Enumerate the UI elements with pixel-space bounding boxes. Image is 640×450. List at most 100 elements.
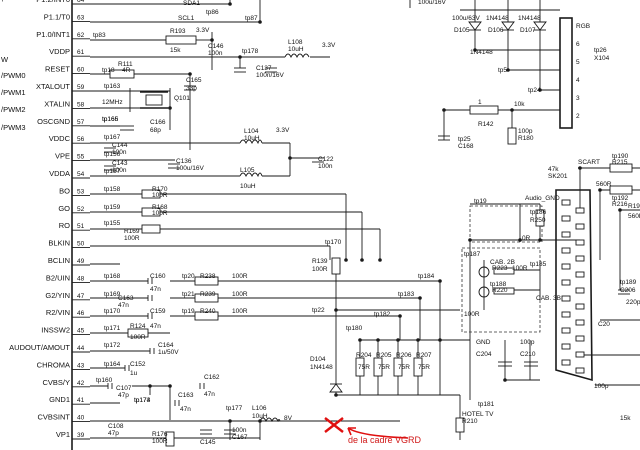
component-label: tp189 bbox=[620, 279, 637, 286]
component-label: C122 bbox=[318, 156, 334, 163]
pin-label: XTALOUT bbox=[36, 82, 70, 91]
component-label: R215 bbox=[612, 159, 628, 166]
pin-number: 42 bbox=[77, 380, 85, 387]
component-label: 100p bbox=[520, 339, 535, 346]
pin-label: INSSW2 bbox=[41, 326, 70, 335]
component-label: R176 bbox=[152, 431, 168, 438]
component-label: tp170 bbox=[325, 239, 342, 246]
scart-pin bbox=[575, 239, 585, 246]
component-label: tp182 bbox=[374, 311, 391, 318]
junction-dot bbox=[618, 208, 622, 212]
component-label: tp22 bbox=[312, 307, 325, 314]
component-label: C160 bbox=[150, 273, 166, 280]
pin-labels: P1.2/INT064P1.1/T063P1.0/INT162VDDP61RES… bbox=[9, 0, 84, 439]
junction-dot bbox=[418, 296, 422, 300]
component-label: C107 bbox=[116, 385, 132, 392]
component-label: C136 bbox=[176, 158, 192, 165]
component-label: R240 bbox=[200, 308, 216, 315]
component-label: RGB bbox=[576, 23, 590, 30]
pin-label: VPE bbox=[55, 152, 70, 161]
component-label: C159 bbox=[150, 308, 166, 315]
component-label: 100R bbox=[124, 235, 140, 242]
component-label: tp171 bbox=[104, 325, 121, 332]
component-label: tp181 bbox=[478, 401, 495, 408]
component-label: C162 bbox=[204, 374, 220, 381]
red-arrow-shaft bbox=[347, 427, 409, 439]
scart-pin bbox=[575, 271, 585, 278]
component-label: 560R bbox=[596, 181, 612, 188]
pin-label: P1.0/INT1 bbox=[36, 30, 70, 39]
junction-dot bbox=[506, 68, 510, 72]
junction-dots bbox=[148, 2, 622, 423]
component-label: tp86 bbox=[206, 9, 219, 16]
junction-dot bbox=[416, 338, 420, 342]
pin-number: 52 bbox=[77, 206, 85, 213]
r193-resistor bbox=[165, 35, 197, 45]
r240-resistor bbox=[194, 311, 219, 321]
r180-resistor bbox=[507, 127, 517, 145]
pin-number: 63 bbox=[77, 14, 85, 21]
scart-pin bbox=[575, 287, 585, 294]
component-label: C164 bbox=[158, 342, 174, 349]
component-label: R168 bbox=[152, 204, 168, 211]
scart-pin bbox=[561, 359, 571, 366]
component-label: Q101 bbox=[174, 95, 190, 102]
pin-number: 46 bbox=[77, 310, 85, 317]
component-label: 15k bbox=[170, 47, 181, 54]
r210-resistor bbox=[455, 417, 465, 433]
component-label: 0R bbox=[522, 235, 531, 242]
component-label: tp170 bbox=[104, 308, 121, 315]
scart-pins bbox=[561, 199, 585, 374]
pin-label: BCLIN bbox=[48, 256, 70, 265]
red-x-stroke-2 bbox=[324, 417, 344, 433]
junction-dot bbox=[538, 238, 542, 242]
scart-pin bbox=[561, 263, 571, 270]
component-label: tp192 bbox=[612, 195, 629, 202]
pin-label: B2/UIN bbox=[46, 273, 70, 282]
wires bbox=[90, 0, 640, 440]
junction-dot bbox=[378, 258, 382, 262]
r204-resistor bbox=[355, 357, 365, 377]
component-label: GND bbox=[476, 339, 491, 346]
component-label: tp184 bbox=[418, 273, 435, 280]
component-label: tp159 bbox=[104, 204, 121, 211]
component-label: 1 bbox=[478, 99, 482, 106]
pin-number: 53 bbox=[77, 188, 85, 195]
component-label: tp169 bbox=[104, 291, 121, 298]
component-label: L105 bbox=[240, 167, 255, 174]
component-label: tp5 bbox=[498, 67, 507, 74]
component-label: 100R bbox=[312, 266, 328, 273]
component-label: 47n bbox=[204, 391, 215, 398]
component-label: tp180 bbox=[346, 325, 363, 332]
component-label: R170 bbox=[152, 186, 168, 193]
component-label: tp83 bbox=[93, 32, 106, 39]
component-label: 4R bbox=[122, 67, 131, 74]
pin-number: 44 bbox=[77, 345, 85, 352]
junction-dot bbox=[510, 108, 514, 112]
scart-pin bbox=[575, 223, 585, 230]
component-label: 100p bbox=[594, 383, 609, 390]
component-label: C152 bbox=[130, 361, 146, 368]
component-label: tp156 bbox=[104, 151, 121, 158]
component-label: tp185 bbox=[530, 261, 547, 268]
component-label: 10uH bbox=[240, 183, 256, 190]
component-label: 3.3V bbox=[276, 127, 290, 134]
junction-dot bbox=[360, 258, 364, 262]
component-label: 75R bbox=[378, 364, 390, 371]
pin-number: 54 bbox=[77, 171, 85, 178]
pin-number: 56 bbox=[77, 136, 85, 143]
junction-dot bbox=[228, 2, 232, 6]
component-label: D106 bbox=[488, 27, 504, 34]
component-label: 10uH bbox=[252, 413, 268, 420]
scart-pin bbox=[575, 351, 585, 358]
scart-pin bbox=[561, 247, 571, 254]
component-label: tp166 bbox=[102, 116, 119, 123]
component-label: 100n bbox=[112, 167, 127, 174]
pin-label: BLKIN bbox=[48, 239, 70, 248]
annotation-text: de la cadre VGRD bbox=[348, 435, 422, 445]
component-label: 100n bbox=[232, 427, 247, 434]
component-label: tp178 bbox=[242, 48, 259, 55]
component-label: 100n bbox=[112, 149, 127, 156]
component-label: C143 bbox=[112, 160, 128, 167]
